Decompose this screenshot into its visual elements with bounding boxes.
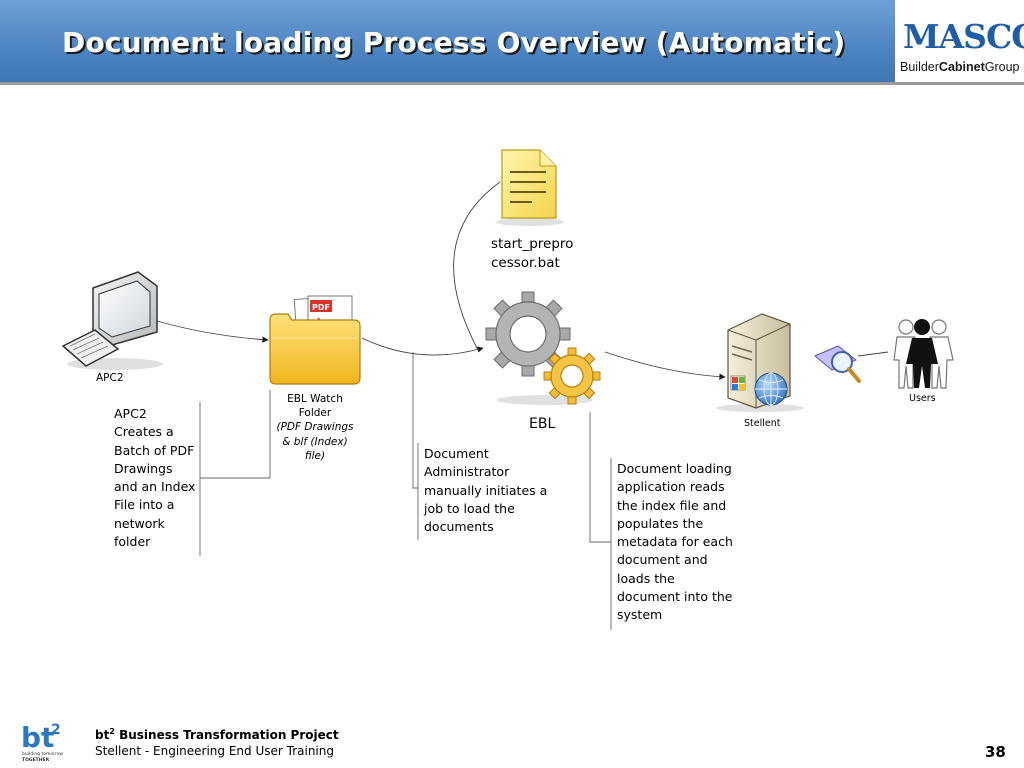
bt2-logo: bt 2 building tomorrow TOGETHER — [21, 721, 63, 763]
description-line: job to load the — [424, 500, 515, 516]
description-line: populates the — [617, 515, 704, 531]
batch-file-label: start_prepro cessor.bat — [491, 236, 574, 271]
folder-pdf-icon: PDF — [269, 295, 361, 385]
company-logo — [895, 0, 1024, 82]
callout-lines — [199, 352, 612, 630]
description-line: documents — [424, 519, 494, 535]
arrow-bat-to-ebl — [453, 181, 501, 351]
connector-lines — [156, 181, 889, 380]
footer-title: bt2 Business Transformation Project — [95, 727, 339, 742]
watch-folder-label: EBL Watch Folder (PDF Drawings & blf (In… — [276, 393, 354, 462]
slide-title: Document loading Process Overview (Autom… — [62, 26, 846, 59]
header-divider — [0, 82, 1024, 85]
description-line: metadata for each — [617, 534, 733, 550]
description-line: manually initiates a — [424, 482, 548, 498]
description-line: system — [617, 607, 663, 623]
description-line: Drawings — [114, 460, 173, 476]
users-label: Users — [909, 393, 936, 404]
arrow-ebl-to-stellent — [604, 351, 726, 380]
logo-subtitle: BuilderCabinetGroup — [900, 60, 1020, 74]
description-line: document into the — [617, 589, 733, 605]
description-line: loads the — [617, 570, 675, 586]
ebl-label: EBL — [529, 416, 556, 432]
description-line: Creates a — [114, 424, 174, 440]
magnifier-icon — [814, 345, 861, 383]
arrow-folder-to-ebl — [361, 337, 484, 356]
pdf-badge-text: PDF — [312, 303, 330, 312]
description-line: folder — [114, 534, 151, 550]
description-line: application reads — [617, 479, 725, 495]
description-line: Batch of PDF — [114, 442, 195, 458]
description-line: document and — [617, 552, 708, 568]
description-line: Document — [424, 446, 489, 461]
gears-icon — [485, 291, 601, 405]
server-icon — [716, 313, 804, 412]
description-line: and an Index — [114, 479, 196, 495]
description-line: Document loading — [617, 461, 732, 476]
logo-brand: MASCO — [903, 17, 1024, 56]
bt2-tagline-1: building tomorrow — [22, 751, 63, 757]
footer-subtitle: Stellent - Engineering End User Training — [95, 744, 334, 758]
users-icon — [893, 319, 954, 389]
header-banner: Document loading Process Overview (Autom… — [0, 0, 895, 82]
bt2-tagline-2: TOGETHER — [22, 757, 50, 763]
description-line: the index file and — [617, 497, 727, 513]
page-number: 38 — [985, 743, 1006, 761]
stellent-label: Stellent — [744, 418, 781, 429]
bt2-logo-text: bt — [21, 721, 54, 754]
arrow-apc2-to-folder — [156, 320, 269, 343]
description-line: APC2 — [114, 406, 147, 421]
apc2-label: APC2 — [96, 372, 124, 384]
bt2-logo-sup: 2 — [51, 722, 61, 738]
description-line: Administrator — [424, 464, 510, 480]
description-line: network — [114, 515, 165, 531]
description-line: File into a — [114, 497, 175, 513]
document-icon — [496, 149, 564, 226]
loading-description: Document loading application reads the ind… — [617, 460, 733, 625]
line-users-to-search — [857, 351, 889, 357]
computer-icon — [61, 271, 163, 370]
